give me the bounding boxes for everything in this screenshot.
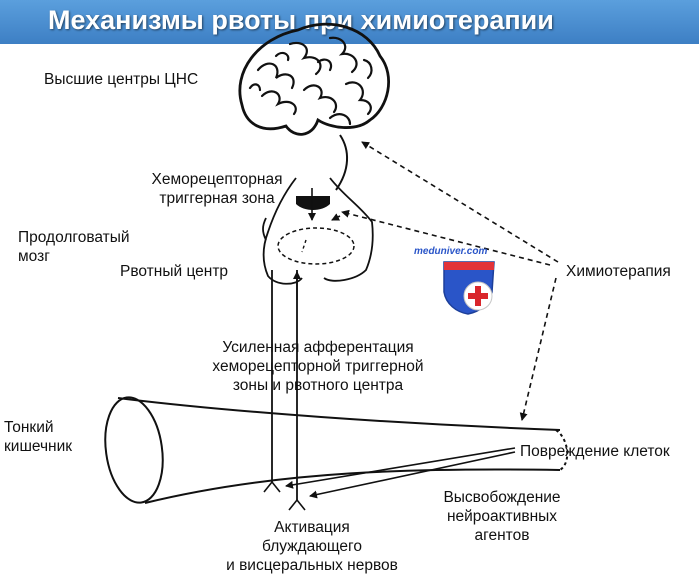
intestine-outline — [104, 396, 569, 504]
title-bar — [0, 0, 699, 44]
label-release-line1: Высвобождение — [443, 489, 561, 506]
label-activation-line2: блуждающего — [262, 538, 362, 555]
label-ctz: Хеморецепторная триггерная зона — [142, 170, 292, 208]
label-medulla: Продолговатый мозг — [18, 228, 130, 266]
neuroactive-agent-arrows — [285, 447, 516, 499]
label-higher-cns: Высшие центры ЦНС — [44, 71, 199, 88]
medulla-outline — [262, 177, 374, 285]
brain-icon — [238, 22, 390, 136]
label-ctz-line2: триггерная зона — [159, 190, 275, 207]
label-afferent-line2: хеморецепторной триггерной — [212, 358, 424, 375]
label-release: Высвобождение нейроактивных агентов — [424, 488, 580, 545]
chemotherapy-arrows — [341, 141, 559, 421]
label-intestine-line1: Тонкий — [4, 419, 54, 436]
label-activation-line3: и висцеральных нервов — [226, 557, 398, 574]
label-afferent: Усиленная афферентация хеморецепторной т… — [188, 338, 448, 395]
label-activation-line1: Активация — [274, 519, 350, 536]
label-intestine-line2: кишечник — [4, 438, 73, 455]
label-release-line2: нейроактивных — [446, 508, 558, 525]
label-activation: Активация блуждающего и висцеральных нер… — [212, 518, 412, 575]
ctz-dark-region — [296, 196, 330, 210]
label-vomiting-center: Рвотный центр — [120, 263, 229, 280]
watermark-text: meduniver.com — [414, 246, 488, 257]
label-chemotherapy: Химиотерапия — [566, 263, 671, 280]
label-cell-damage: Повреждение клеток — [520, 443, 670, 460]
label-afferent-line1: Усиленная афферентация — [222, 339, 414, 356]
label-release-line3: агентов — [474, 527, 530, 544]
medical-cross-badge-icon — [443, 261, 495, 315]
label-medulla-line1: Продолговатый — [18, 229, 130, 246]
label-afferent-line3: зоны и рвотного центра — [232, 377, 404, 394]
label-intestine: Тонкий кишечник — [4, 418, 72, 456]
label-ctz-line1: Хеморецепторная — [151, 171, 283, 188]
label-medulla-line2: мозг — [18, 248, 50, 265]
vomiting-center-ellipse — [277, 227, 355, 265]
cns-descending-line — [335, 134, 348, 191]
